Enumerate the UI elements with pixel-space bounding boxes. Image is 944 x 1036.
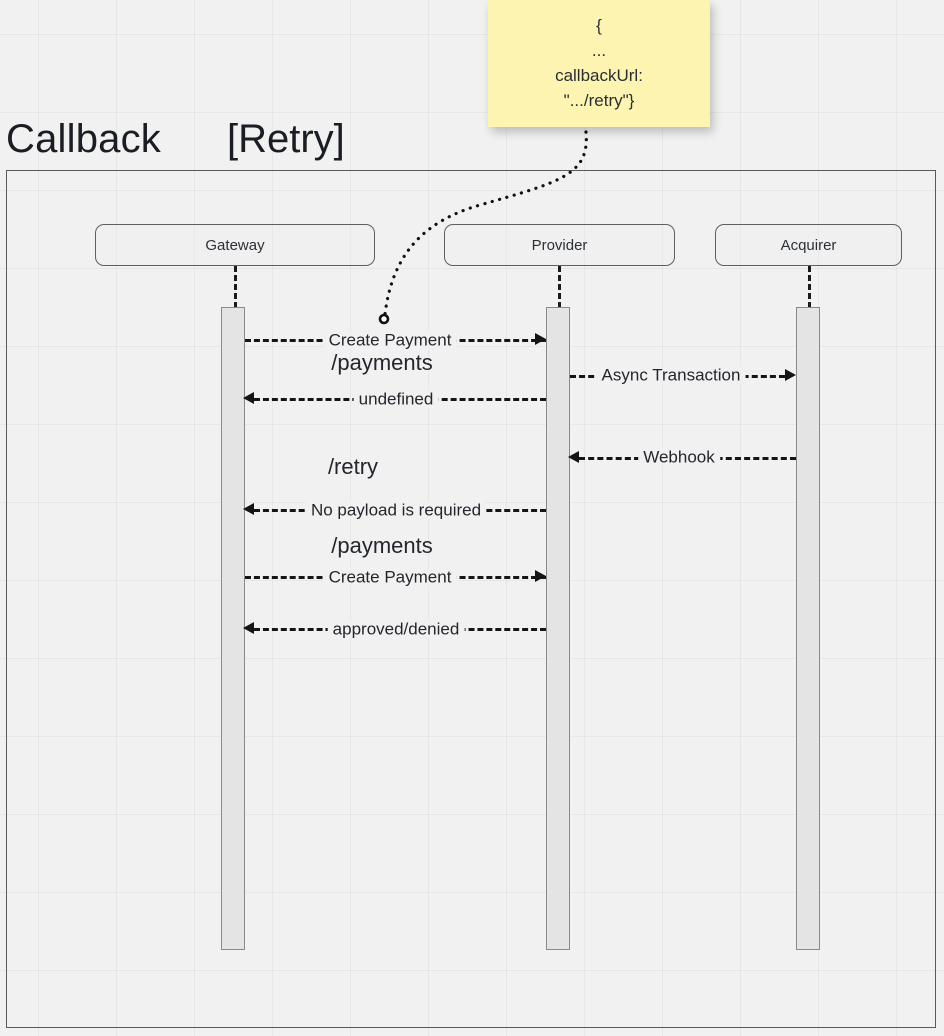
participant-label: Acquirer — [780, 236, 837, 254]
note-line: callbackUrl: — [555, 66, 643, 85]
message-label-create-payment-2: Create Payment — [323, 568, 457, 586]
note-line: { — [596, 16, 602, 35]
message-label-no-payload: No payload is required — [305, 501, 487, 519]
message-label-webhook: Webhook — [638, 448, 720, 466]
lifeline-provider — [558, 266, 561, 308]
arrowhead-right-icon — [535, 333, 546, 345]
arrowhead-left-icon — [568, 451, 579, 463]
endpoint-label-payments-1: /payments — [331, 350, 433, 375]
message-label-create-payment-1: Create Payment — [323, 331, 457, 349]
participant-provider[interactable]: Provider — [444, 224, 675, 266]
activation-bar-provider — [546, 307, 570, 950]
message-label-undefined: undefined — [353, 390, 439, 408]
note-line: ... — [591, 41, 607, 60]
endpoint-label-payments-2: /payments — [331, 533, 433, 558]
participant-label: Provider — [531, 236, 588, 254]
callback-url-note[interactable]: { ... callbackUrl: ".../retry"} — [488, 0, 710, 127]
message-label-async-transaction: Async Transaction — [596, 366, 746, 384]
arrowhead-left-icon — [243, 622, 254, 634]
arrowhead-right-icon — [535, 570, 546, 582]
page-title: Callback — [6, 116, 161, 161]
diagram-title-row: Callback [Retry] — [6, 113, 936, 165]
message-label-approved-denied: approved/denied — [327, 620, 465, 638]
activation-bar-gateway — [221, 307, 245, 950]
lifeline-acquirer — [808, 266, 811, 308]
arrowhead-left-icon — [243, 392, 254, 404]
participant-acquirer[interactable]: Acquirer — [715, 224, 902, 266]
endpoint-label-retry: /retry — [327, 454, 379, 479]
participant-gateway[interactable]: Gateway — [95, 224, 375, 266]
activation-bar-acquirer — [796, 307, 820, 950]
lifeline-gateway — [234, 266, 237, 308]
diagram-condition-label: [Retry] — [227, 116, 345, 161]
arrowhead-left-icon — [243, 503, 254, 515]
note-line: ".../retry"} — [563, 91, 635, 110]
participant-label: Gateway — [205, 236, 265, 254]
arrowhead-right-icon — [785, 369, 796, 381]
